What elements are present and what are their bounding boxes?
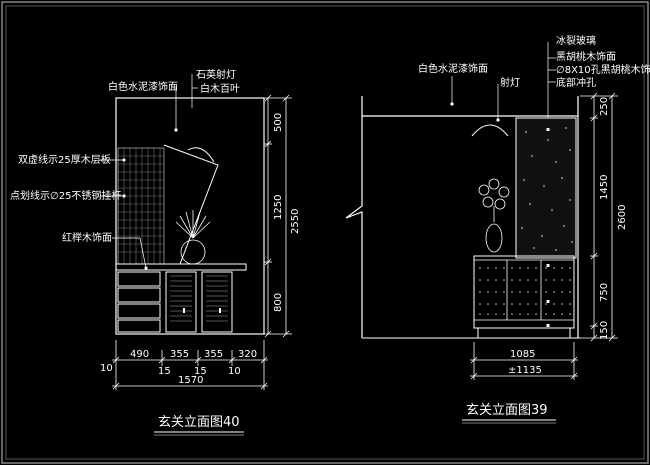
label-ice-glass: 冰裂玻璃 <box>556 34 596 47</box>
spotlight-arc-39 <box>471 124 509 137</box>
label-dotted-steel-rod: 点划线示∅25不锈钢挂杆 <box>10 189 121 202</box>
marker <box>546 128 550 131</box>
marker <box>546 324 550 327</box>
leader-lines-39 <box>451 42 556 120</box>
label-punched-walnut: ∅8X10孔黑胡桃木饰面 <box>556 63 650 76</box>
shoe-cabinet <box>473 255 575 329</box>
fan-decor <box>175 210 211 265</box>
dim-15a: 15 <box>158 366 171 377</box>
marker <box>122 158 126 162</box>
vertical-dimension-lines-39 <box>580 92 618 342</box>
dim-320: 320 <box>238 349 257 360</box>
dim-1135: ±1135 <box>508 365 542 376</box>
marker <box>450 102 454 106</box>
louver-doors <box>165 271 233 333</box>
dim-2550: 2550 <box>290 209 301 234</box>
wall-outline-39 <box>345 96 363 338</box>
dim-1250: 1250 <box>273 195 284 220</box>
knob <box>219 308 221 313</box>
label-red-beech: 红榉木饰面 <box>62 231 112 244</box>
dim-1450: 1450 <box>599 175 610 200</box>
label-black-walnut: 黑胡桃木饰面 <box>556 50 616 63</box>
dim-800: 800 <box>273 293 284 312</box>
marker <box>144 266 148 270</box>
shelf-grid <box>117 147 165 265</box>
title-elevation-39: 玄关立面图39 <box>466 403 548 418</box>
label-base-holes: 底部冲孔 <box>556 76 596 89</box>
title-elevation-40: 玄关立面图40 <box>158 415 240 430</box>
dim-150: 150 <box>599 321 610 340</box>
slanted-panel <box>163 144 219 265</box>
punched-holes <box>479 267 571 315</box>
label-white-cement-40: 白色水泥漆饰面 <box>108 80 178 93</box>
dim-1570: 1570 <box>178 375 203 386</box>
dim-750: 750 <box>599 283 610 302</box>
counter-top <box>115 263 247 271</box>
cabinet-panels <box>474 260 574 321</box>
drawers <box>117 271 161 333</box>
spotlight-arc-40 <box>187 147 215 163</box>
ice-glass-panel <box>515 117 577 259</box>
dim-1085: 1085 <box>510 349 535 360</box>
dim-355a: 355 <box>170 349 189 360</box>
vertical-dimension-lines-40 <box>264 94 292 338</box>
marker <box>546 264 550 267</box>
dim-10a: 10 <box>100 363 113 374</box>
dim-490: 490 <box>130 349 149 360</box>
marker <box>496 118 500 122</box>
label-double-line-shelf: 双虚线示25厚木层板 <box>18 153 111 166</box>
flower-vase <box>478 178 510 253</box>
knob <box>183 308 185 313</box>
label-white-louver: 白木百叶 <box>200 82 240 95</box>
marker <box>546 300 550 303</box>
horizontal-dimension-lines-39 <box>470 342 578 380</box>
elevation-40: 白色水泥漆饰面 石英射灯 白木百叶 双虚线示25厚木层板 点划线示∅25不锈钢挂… <box>10 68 301 436</box>
dim-10b: 10 <box>228 366 241 377</box>
wall-outline-40 <box>115 97 265 335</box>
label-spot-light: 射灯 <box>500 77 520 89</box>
marker <box>122 194 126 198</box>
dim-355b: 355 <box>204 349 223 360</box>
label-white-cement-39: 白色水泥漆饰面 <box>418 62 488 75</box>
elevation-39: 白色水泥漆饰面 射灯 冰裂玻璃 黑胡桃木饰面 ∅8X10孔黑胡桃木饰面 底部冲孔… <box>345 34 650 424</box>
dim-2600: 2600 <box>617 205 628 230</box>
marker <box>174 128 178 132</box>
horizontal-dimension-lines-40 <box>112 340 268 390</box>
louver-slats <box>170 275 228 322</box>
leader-lines-40 <box>98 74 198 269</box>
dim-15b: 15 <box>194 366 207 377</box>
dim-500: 500 <box>273 113 284 132</box>
dim-250: 250 <box>599 97 610 116</box>
inner-border <box>5 5 645 460</box>
label-quartz-light: 石英射灯 <box>196 68 236 81</box>
glass-speckles <box>521 127 573 251</box>
